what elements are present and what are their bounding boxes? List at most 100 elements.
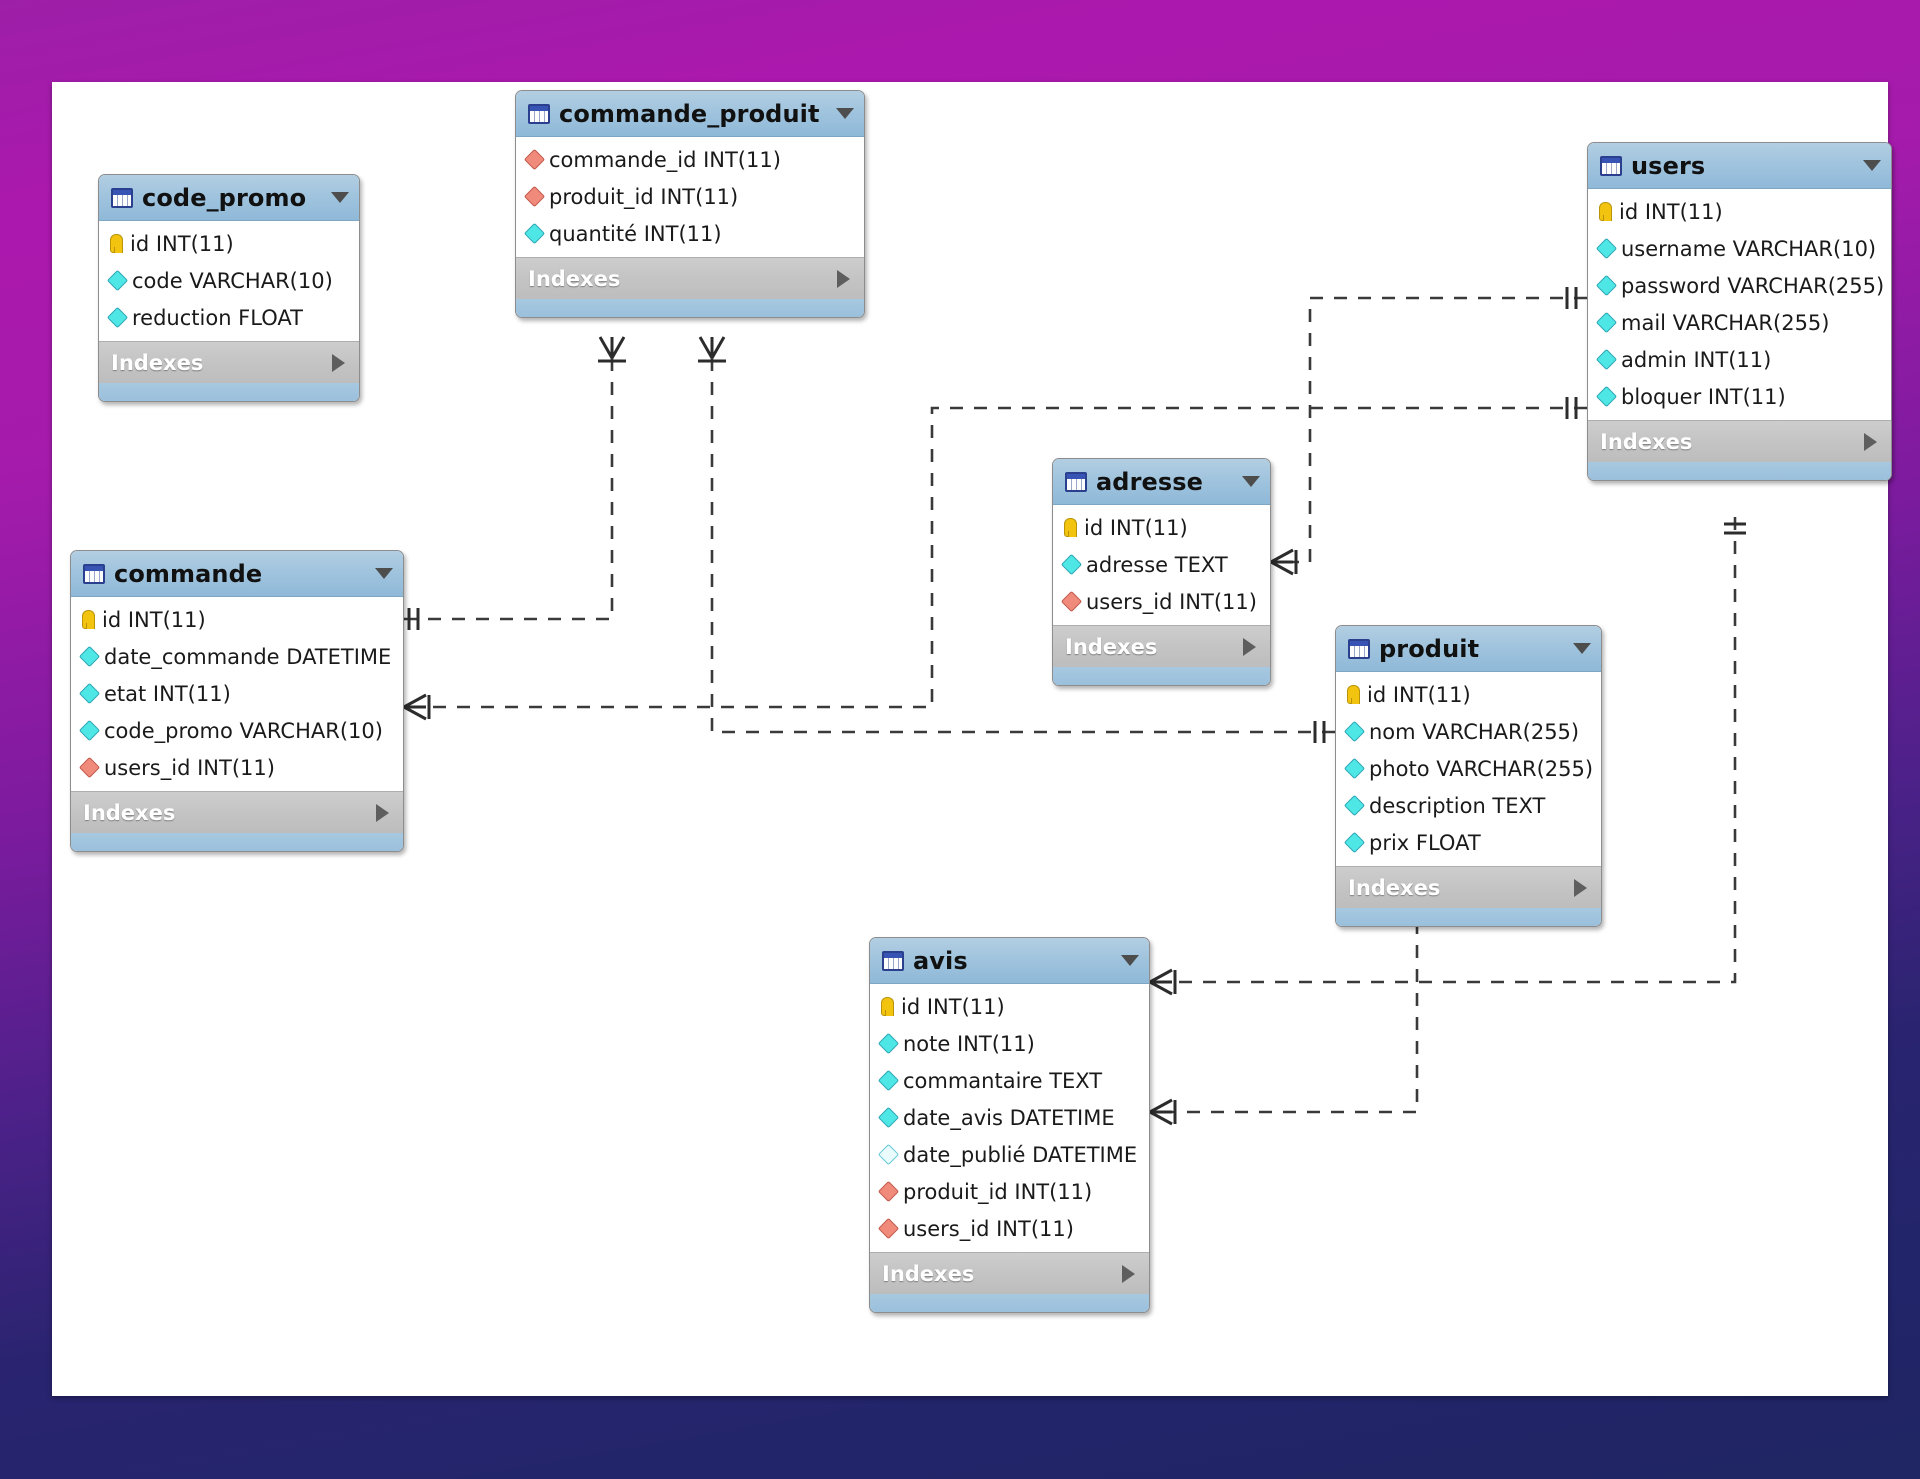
cardinality-many-commande_produit-right [698,336,726,363]
column-row[interactable]: code_promo VARCHAR(10) [71,712,403,749]
column-row[interactable]: users_id INT(11) [71,749,403,786]
table-footer [71,833,403,851]
chevron-down-icon[interactable] [331,192,349,203]
column-label: nom VARCHAR(255) [1369,719,1580,744]
chevron-down-icon[interactable] [1573,643,1591,654]
table-card-produit[interactable]: produit id INT(11) nom VARCHAR(255) photo V… [1335,625,1602,927]
cardinality-one-users-username [1565,287,1578,309]
column-row[interactable]: commande_id INT(11) [516,141,864,178]
table-columns-avis: id INT(11) note INT(11) commantaire TEXT da… [870,984,1149,1252]
column-label: prix FLOAT [1369,830,1481,855]
table-header-commande[interactable]: commande [71,551,403,597]
chevron-down-icon[interactable] [375,568,393,579]
column-row[interactable]: code VARCHAR(10) [99,262,359,299]
primary-key-icon [1064,518,1077,537]
table-icon [528,103,550,124]
chevron-right-icon[interactable] [837,269,850,288]
column-row[interactable]: username VARCHAR(10) [1588,230,1891,267]
column-label: note INT(11) [903,1031,1035,1056]
column-label: date_avis DATETIME [903,1105,1115,1130]
column-row[interactable]: id INT(11) [71,601,403,638]
column-row[interactable]: quantité INT(11) [516,215,864,252]
column-row[interactable]: note INT(11) [870,1025,1149,1062]
table-card-commande_produit[interactable]: commande_produit commande_id INT(11)produ… [515,90,865,318]
table-footer [1336,908,1601,926]
column-label: bloquer INT(11) [1621,384,1786,409]
chevron-right-icon[interactable] [1243,637,1256,656]
column-row[interactable]: description TEXT [1336,787,1601,824]
column-row[interactable]: date_avis DATETIME [870,1099,1149,1136]
column-row[interactable]: commantaire TEXT [870,1062,1149,1099]
column-row[interactable]: nom VARCHAR(255) [1336,713,1601,750]
indexes-section-avis[interactable]: Indexes [870,1252,1149,1294]
column-icon [106,306,129,329]
column-row[interactable]: admin INT(11) [1588,341,1891,378]
column-row[interactable]: users_id INT(11) [1053,583,1270,620]
foreign-key-icon [523,148,546,171]
column-row[interactable]: reduction FLOAT [99,299,359,336]
column-row[interactable]: date_commande DATETIME [71,638,403,675]
table-header-adresse[interactable]: adresse [1053,459,1270,505]
column-row[interactable]: produit_id INT(11) [516,178,864,215]
table-header-commande_produit[interactable]: commande_produit [516,91,864,137]
column-label: adresse TEXT [1086,552,1228,577]
table-columns-users: id INT(11)username VARCHAR(10)password V… [1588,189,1891,420]
chevron-down-icon[interactable] [1863,160,1881,171]
column-row[interactable]: adresse TEXT [1053,546,1270,583]
column-row[interactable]: users_id INT(11) [870,1210,1149,1247]
column-row[interactable]: date_publié DATETIME [870,1136,1149,1173]
column-row[interactable]: etat INT(11) [71,675,403,712]
table-card-avis[interactable]: avis id INT(11) note INT(11) commantaire TE… [869,937,1150,1313]
chevron-down-icon[interactable] [836,108,854,119]
column-icon [1060,553,1083,576]
chevron-right-icon[interactable] [332,353,345,372]
indexes-label: Indexes [1600,429,1693,454]
column-row[interactable]: mail VARCHAR(255) [1588,304,1891,341]
table-header-produit[interactable]: produit [1336,626,1601,672]
chevron-down-icon[interactable] [1242,476,1260,487]
table-name-label: produit [1379,634,1480,663]
cardinality-many-commande-users [403,693,431,721]
table-card-adresse[interactable]: adresse id INT(11) adresse TEXT users_id IN… [1052,458,1271,686]
indexes-section-users[interactable]: Indexes [1588,420,1891,462]
table-name-label: code_promo [142,183,307,212]
indexes-label: Indexes [83,800,176,825]
table-icon [1065,471,1087,492]
chevron-right-icon[interactable] [1864,432,1877,451]
column-row[interactable]: id INT(11) [1053,509,1270,546]
column-row[interactable]: id INT(11) [99,225,359,262]
indexes-section-adresse[interactable]: Indexes [1053,625,1270,667]
column-icon [1595,348,1618,371]
column-row[interactable]: bloquer INT(11) [1588,378,1891,415]
column-label: mail VARCHAR(255) [1621,310,1830,335]
table-name-label: commande_produit [559,99,820,128]
column-row[interactable]: prix FLOAT [1336,824,1601,861]
table-columns-adresse: id INT(11) adresse TEXT users_id INT(11) [1053,505,1270,625]
indexes-section-commande[interactable]: Indexes [71,791,403,833]
table-header-users[interactable]: users [1588,143,1891,189]
column-row[interactable]: id INT(11) [1588,193,1891,230]
column-label: commantaire TEXT [903,1068,1103,1093]
column-row[interactable]: id INT(11) [870,988,1149,1025]
chevron-right-icon[interactable] [1122,1264,1135,1283]
chevron-right-icon[interactable] [1574,878,1587,897]
column-label: admin INT(11) [1621,347,1772,372]
table-header-code_promo[interactable]: code_promo [99,175,359,221]
cardinality-one-users-bottom [1724,522,1746,535]
column-row[interactable]: produit_id INT(11) [870,1173,1149,1210]
indexes-section-code_promo[interactable]: Indexes [99,341,359,383]
column-row[interactable]: id INT(11) [1336,676,1601,713]
column-label: code_promo VARCHAR(10) [104,718,383,743]
column-row[interactable]: password VARCHAR(255) [1588,267,1891,304]
chevron-right-icon[interactable] [376,803,389,822]
chevron-down-icon[interactable] [1121,955,1139,966]
indexes-section-produit[interactable]: Indexes [1336,866,1601,908]
table-header-avis[interactable]: avis [870,938,1149,984]
indexes-section-commande_produit[interactable]: Indexes [516,257,864,299]
column-row[interactable]: photo VARCHAR(255) [1336,750,1601,787]
